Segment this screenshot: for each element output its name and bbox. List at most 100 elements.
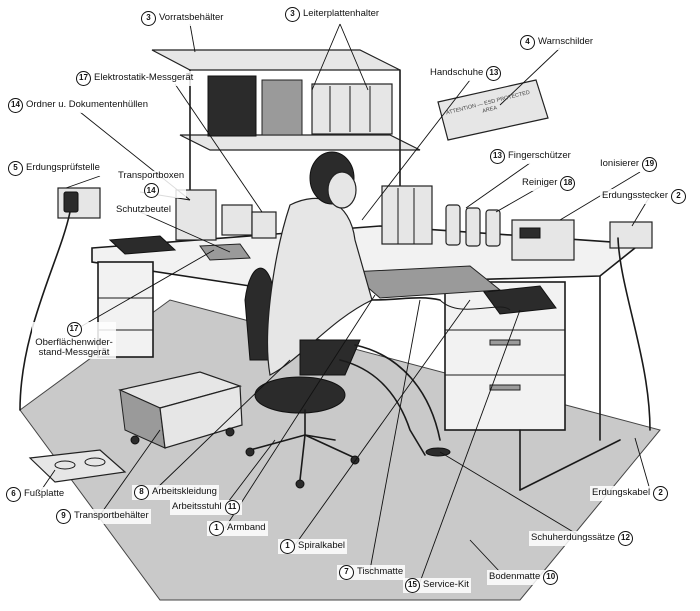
callout-elektrostatik-messgeraet: 17 Elektrostatik-Messgerät [74,71,196,86]
callout-label: Ordner u. Dokumentenhüllen [26,99,148,111]
callout-label: Bodenmatte [489,571,541,583]
callout-vorratsbehaelter: 3 Vorratsbehälter [139,11,226,26]
callout-bodenmatte: 10 Bodenmatte [487,570,561,585]
callout-schuherdungssaetze: 12 Schuherdungssätze [529,531,635,546]
callout-label: Spiralkabel [298,540,345,552]
finger-cot-bottle-2 [465,207,481,247]
person-face [327,171,357,209]
callout-number: 14 [8,98,23,113]
callout-number: 13 [490,149,505,164]
callout-armband: 1 Armband [207,521,268,536]
binders [381,185,433,245]
chair-seat [254,376,346,414]
callout-label: Transportboxen [118,170,185,181]
callout-label: Schuherdungssätze [531,532,615,544]
callout-number: 17 [76,71,91,86]
callout-arbeitskleidung: 8 Arbeitskleidung [132,485,219,500]
ground-test-unit [63,191,79,213]
electrostatic-meter [221,204,253,236]
callout-label: Fußplatte [24,488,65,500]
callout-number: 13 [486,66,502,81]
pcb-holder-box [311,83,393,135]
callout-label: Erdungskabel [592,487,651,499]
callout-label: Elektrostatik-Messgerät [94,72,194,84]
callout-number: 3 [285,7,300,22]
warning-sign [437,79,549,141]
storage-bin-2 [261,79,303,136]
callout-label: Fingerschützer [508,150,571,162]
callout-leiterplattenhalter: 3 Leiterplattenhalter [283,7,382,22]
callout-number: 1 [209,521,224,536]
callout-arbeitsstuhl: 11 Arbeitsstuhl [170,500,242,515]
callout-label: Reiniger [522,177,558,189]
foot-print-left [54,460,76,470]
callout-number: 8 [134,485,149,500]
callout-label: Handschuhe [430,67,484,79]
callout-number: 2 [653,486,669,501]
callout-number: 6 [6,487,21,502]
callout-number: 3 [141,11,156,26]
callout-spiralkabel: 1 Spiralkabel [278,539,347,554]
foot-print-right [84,457,106,467]
coil-cord [439,299,511,311]
callout-number: 15 [405,578,420,593]
callout-ordner: 14 Ordner u. Dokumentenhüllen [6,98,150,113]
middle-shelf [179,134,421,151]
meter-2 [251,211,277,239]
callout-number: 9 [56,509,71,524]
callout-label: Transportbehälter [74,510,149,522]
person-shoe [425,447,451,457]
callout-number: 12 [617,531,633,546]
callout-number: 1 [280,539,295,554]
protective-bag [108,235,177,255]
callout-label: Erdungsstecker [602,190,669,202]
callout-label: Tischmatte [357,566,404,578]
finger-cot-bottle-1 [445,204,461,246]
leader-lines [39,23,651,583]
callout-number: 14 [143,183,159,199]
callout-erdungskabel: 2 Erdungskabel [590,486,671,501]
callout-erdungspruefstelle: 5 Erdungsprüfstelle [6,161,102,176]
callout-number: 11 [224,500,240,515]
ground-cable [617,237,651,431]
callout-number: 7 [339,565,354,580]
callout-transportbehaelter: 9 Transportbehälter [54,509,151,524]
callout-label: Service-Kit [423,579,469,591]
callout-fussplatte: 6 Fußplatte [4,487,67,502]
surface-meter [199,243,251,261]
callout-reiniger: 18 Reiniger [520,176,578,191]
callout-fingerschuetzer: 13 Fingerschützer [488,149,573,164]
foot-plate [28,449,127,483]
callout-label: Arbeitskleidung [152,486,217,498]
cleaner-bottle [485,209,501,247]
callout-label: Oberflächenwider-stand-Messgerät [35,337,113,359]
callout-number: 4 [520,35,535,50]
storage-bin-1 [207,75,257,137]
callout-service-kit: 15 Service-Kit [403,578,471,593]
callout-label: Vorratsbehälter [159,12,224,24]
callout-erdungsstecker: 2 Erdungsstecker [600,189,689,204]
callout-number: 18 [560,176,576,191]
callout-label: Armband [227,522,266,534]
person-arm [371,296,441,301]
callout-number: 5 [8,161,23,176]
callout-number: 10 [543,570,559,585]
callout-number: 2 [671,189,687,204]
callout-number: 17 [66,322,82,337]
callout-label: Schutzbeutel [116,204,171,215]
callout-transportboxen: Transportboxen 14 [116,170,187,199]
callout-handschuhe: 13 Handschuhe [428,66,504,81]
person-leg-2 [354,344,441,441]
top-shelf [151,49,401,71]
ground-socket [609,221,653,249]
person-leg-1 [339,359,426,456]
callout-label: Ionisierer [600,158,640,170]
callout-warnschilder: 4 Warnschilder [518,35,596,50]
callout-ionisierer: 19 Ionisierer [598,157,660,172]
callout-label: Arbeitsstuhl [172,501,222,513]
ionizer [511,219,575,261]
callout-tischmatte: 7 Tischmatte [337,565,406,580]
callout-oberflaechenwiderstand: 17 Oberflächenwider-stand-Messgerät [32,322,116,359]
